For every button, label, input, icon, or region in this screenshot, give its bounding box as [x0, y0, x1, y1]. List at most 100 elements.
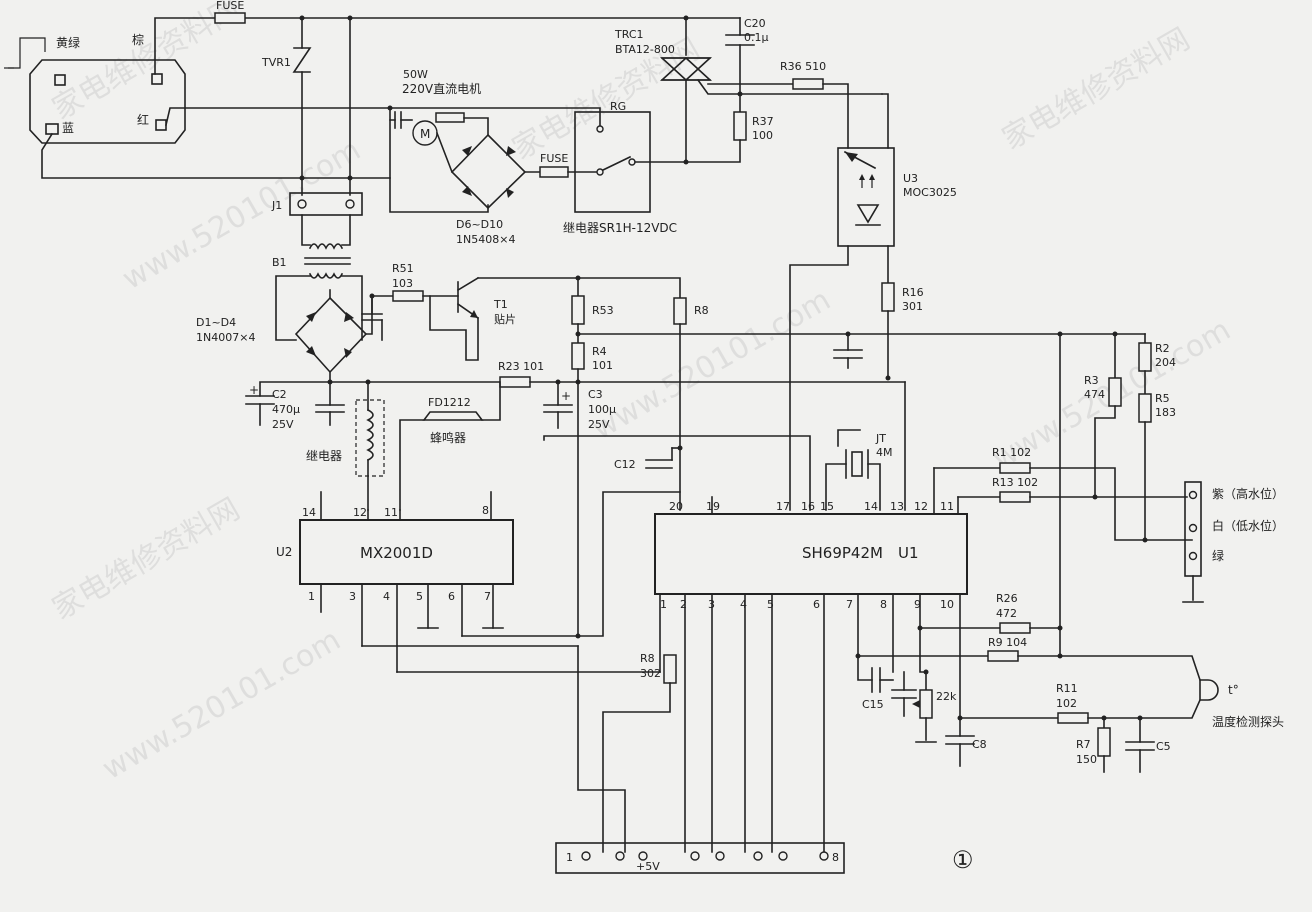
filter-stage: + C2 470μ 25V R23 101 + C3 100μ 25V [245, 360, 906, 511]
r37-resistor [733, 111, 747, 141]
r9-resistor [987, 650, 1019, 662]
r26-label: R26 [996, 592, 1018, 605]
u2-chip [299, 519, 514, 585]
fuse-main [214, 12, 246, 24]
c12-label: C12 [614, 458, 636, 471]
bias-resistors: R53 R4 101 R8 [571, 277, 1146, 637]
u1-pin-6: 6 [813, 598, 820, 611]
r8b-label: R8 [640, 652, 655, 665]
u1-pin-5: 5 [767, 598, 774, 611]
u2-pin-6: 6 [448, 590, 455, 603]
transistor-t1: T1 贴片 [429, 275, 681, 361]
optocoupler-u3: U3 MOC3025 [739, 93, 957, 511]
pin-yellow-green [54, 74, 66, 86]
r51-label: R51 [392, 262, 414, 275]
d6-label: D6~D10 [456, 218, 503, 231]
u2-mx2001d: MX2001D U2 14 12 11 8 1 3 4 5 6 7 [276, 491, 681, 673]
r16-resistor [881, 282, 895, 312]
pot-label: 22k [936, 690, 957, 703]
r2-value: 204 [1155, 356, 1176, 369]
d1-label: D1~D4 [196, 316, 236, 329]
r16-value: 301 [902, 300, 923, 313]
motor-desc-label: 220V直流电机 [402, 82, 481, 96]
trc1-label: TRC1 [614, 28, 644, 41]
u2-pin-12: 12 [353, 506, 367, 519]
relay-coil-box [355, 399, 385, 477]
c20-label: C20 [744, 17, 766, 30]
r4-value: 101 [592, 359, 613, 372]
r8-resistor [673, 297, 687, 325]
r8b-value: 302 [640, 667, 661, 680]
u1-pin-16: 16 [801, 500, 815, 513]
u3-box [837, 147, 895, 247]
r13-resistor [999, 491, 1031, 503]
u1-pin-20: 20 [669, 500, 683, 513]
u1-pin-13: 13 [890, 500, 904, 513]
u1-pin-9: 9 [914, 598, 921, 611]
u2-part: MX2001D [360, 544, 433, 562]
bridge-d1-d4: D1~D4 1N4007×4 R51 103 [196, 262, 459, 383]
connector-body [555, 842, 845, 874]
relay-rg: RG 继电器SR1H-12VDC [563, 100, 687, 235]
power-plug: 黄绿 棕 红 蓝 [4, 32, 186, 144]
r3-value: 474 [1084, 388, 1105, 401]
wire-label-blue: 蓝 [62, 121, 74, 135]
u1-pin-15: 15 [820, 500, 834, 513]
buzzer-label: FD1212 [428, 396, 471, 409]
pin-brown [151, 73, 163, 85]
r1-label: R1 102 [992, 446, 1031, 459]
water-high-label: 紫（高水位） [1212, 486, 1284, 501]
varistor-tvr1 [292, 47, 312, 73]
thermistor-probe [1199, 679, 1219, 701]
u2-pin-3: 3 [349, 590, 356, 603]
u2-pin-14: 14 [302, 506, 316, 519]
u2-pin-5: 5 [416, 590, 423, 603]
motor-bridge: 50W 220V直流电机 M FUSE D6~D10 1N5408×4 [389, 68, 601, 246]
u1-pin-12: 12 [914, 500, 928, 513]
c3-value: 100μ [588, 403, 616, 416]
u1-part: SH69P42M [802, 544, 883, 562]
r13-label: R13 102 [992, 476, 1038, 489]
c8-label: C8 [972, 738, 987, 751]
r3-resistor [1108, 377, 1122, 407]
connector-vcc-label: +5V [636, 860, 660, 873]
r37-value: 100 [752, 129, 773, 142]
r11-resistor [1057, 712, 1089, 724]
jt-value: 4M [876, 446, 893, 459]
watermark: 家电维修资料网 [47, 492, 246, 627]
crystal-body [851, 451, 863, 477]
u1-pin-10: 10 [940, 598, 954, 611]
fuse-motor [539, 166, 569, 178]
r11-value: 102 [1056, 697, 1077, 710]
plug-outline [29, 59, 186, 144]
relay-part-label: 继电器SR1H-12VDC [563, 221, 677, 235]
t1-desc: 贴片 [494, 312, 516, 326]
transformer-b1: J1 B1 [271, 192, 363, 341]
u1-pin-14: 14 [864, 500, 878, 513]
r16: R16 301 [881, 282, 924, 381]
r23-resistor [499, 376, 531, 388]
u2-pin-11: 11 [384, 506, 398, 519]
c15-label: C15 [862, 698, 884, 711]
wire-label-red: 红 [137, 112, 149, 127]
relay-coil-label: 继电器 [306, 449, 342, 463]
u2-pin-4: 4 [383, 590, 390, 603]
u1-chip [654, 513, 968, 595]
buzzer-fd1212 [422, 411, 484, 421]
r36-resistor [792, 78, 824, 90]
water-level-sensor: R1 102 R13 102 R3 474 R2 204 R5 183 紫（高水… [933, 333, 1284, 657]
rg-label: RG [610, 100, 626, 113]
r7-label: R7 [1076, 738, 1091, 751]
u2-pin-1: 1 [308, 590, 315, 603]
jt-label: JT [875, 432, 886, 445]
r3-label: R3 [1084, 374, 1099, 387]
motor-letter: M [420, 127, 430, 141]
r8b-resistor [663, 654, 677, 684]
u1-pin-8: 8 [880, 598, 887, 611]
c5-label: C5 [1156, 740, 1171, 753]
u1-pin-7: 7 [846, 598, 853, 611]
u3-part: MOC3025 [903, 186, 957, 199]
r5-value: 183 [1155, 406, 1176, 419]
r4-label: R4 [592, 345, 607, 358]
r2-resistor [1138, 342, 1152, 372]
